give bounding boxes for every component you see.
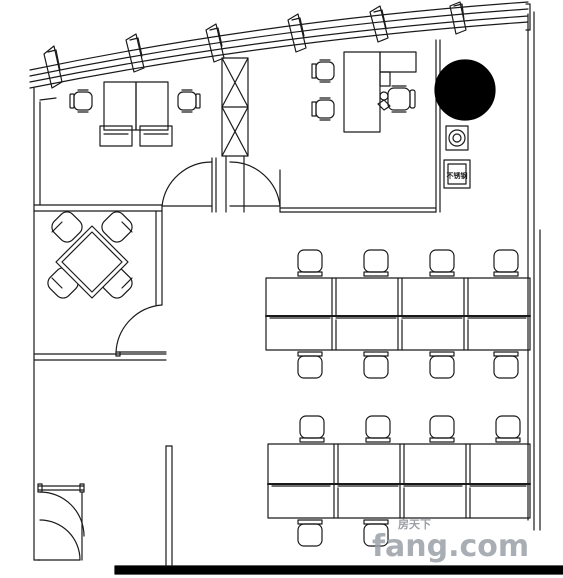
entrance-doors [37, 483, 85, 561]
workstation-cluster-2 [267, 443, 531, 519]
office-chair [429, 249, 455, 277]
office-door-swings [161, 161, 281, 207]
meeting-table-group [47, 211, 133, 299]
office-chair [311, 59, 335, 83]
meeting-room-walls [33, 204, 167, 361]
cabinet [139, 125, 173, 147]
desk-return [379, 51, 417, 73]
manager-office-furniture: 不锈钢 [311, 51, 496, 189]
office-chair [429, 351, 455, 379]
glass-partition [211, 57, 249, 213]
office-chair [311, 97, 335, 121]
office-chair [363, 519, 389, 547]
office-chair [297, 351, 323, 379]
watermark-brand: fang.com [372, 529, 529, 564]
office-chair [299, 415, 325, 443]
office-chair [297, 249, 323, 277]
desk [135, 81, 169, 131]
office-chair [493, 249, 519, 277]
office-chair [51, 211, 83, 243]
column-pillar [434, 59, 496, 121]
curved-facade-wall [29, 1, 529, 89]
sink-fixture: 不锈钢 [443, 159, 471, 189]
office-chair [429, 415, 455, 443]
office-chair [365, 415, 391, 443]
lower-left-walls [165, 445, 173, 567]
desk [103, 81, 137, 131]
office-chair [495, 415, 521, 443]
workstation-cluster-1 [265, 277, 531, 351]
meeting-room-door [115, 304, 163, 357]
toilet-fixture [445, 125, 469, 151]
office-chair [101, 211, 133, 243]
cluster-2-bottom-chairs [297, 519, 389, 547]
bottom-wall [114, 565, 563, 575]
cluster-2-top-chairs [299, 415, 521, 443]
person-figure [377, 91, 391, 111]
outer-walls [33, 11, 541, 561]
office-chair [493, 351, 519, 379]
office-chair [69, 89, 93, 113]
window-mullions [43, 1, 531, 89]
fixture-label: 不锈钢 [447, 171, 468, 180]
top-left-office-furniture [69, 81, 201, 147]
office-chair [177, 89, 201, 113]
cluster-1-top-chairs [297, 249, 519, 277]
watermark-small-text: 房天下 [398, 517, 431, 531]
manager-office-walls [279, 39, 441, 213]
square-meeting-table [55, 225, 129, 299]
office-chair [297, 519, 323, 547]
cabinet [99, 125, 133, 147]
manager-chair [387, 85, 416, 113]
watermark: 房天下 fang.com [372, 517, 529, 564]
manager-desk [343, 51, 381, 133]
office-chair [363, 249, 389, 277]
cluster-1-bottom-chairs [297, 351, 519, 379]
office-chair [363, 351, 389, 379]
